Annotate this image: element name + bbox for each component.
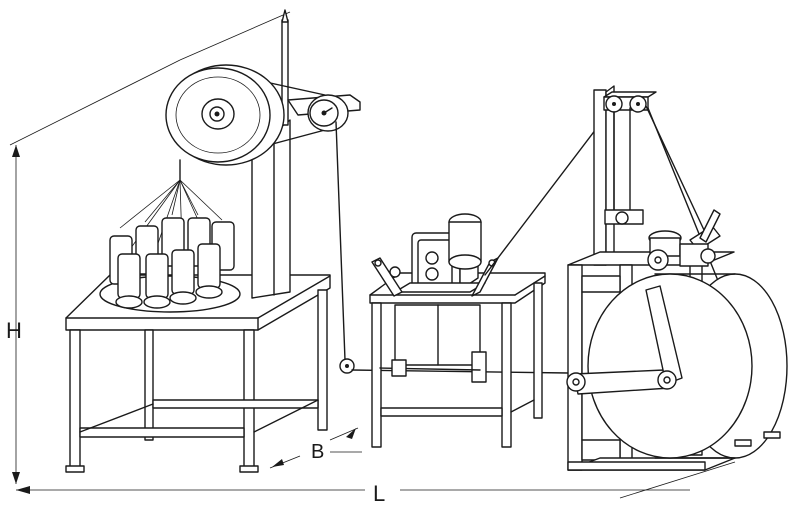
traverse-guide-rod [699,209,721,243]
bobbin-base [143,295,171,309]
traverse-rope [645,105,705,231]
capstan-guide-roller [389,266,401,278]
bobbin [197,243,221,289]
braid-wire-across [351,369,569,374]
crank-pivot-left-pin [572,378,580,386]
traverse-gear [700,248,716,264]
guide-arm-pin [374,259,382,267]
bobbin [145,253,169,299]
traverse-wheel-hub [654,256,662,264]
braider-leg-front-left [69,329,81,471]
capstan-motor-bottom [448,254,482,270]
height-extension-line-top [179,11,291,61]
braider-table-edge-side [257,275,331,319]
guide-roller-center [345,364,349,368]
small-pulley-key [323,107,333,114]
takeup-frame-post-left [567,264,583,471]
bobbin [171,249,195,295]
capstan-guide-arm-left [371,257,403,297]
height-label: H [6,318,22,343]
takeup-foot [763,431,781,439]
bobbin [117,253,141,299]
braider-rod-tip [281,9,289,23]
capstan-stretcher-side [510,399,535,413]
braider-foot [65,465,85,473]
height-arrow-bottom [12,472,20,484]
length-arrow-left [16,486,30,494]
width-arrow-upper [346,428,356,439]
capstan-bearing-block [471,351,487,383]
braider-leg-back-right [317,289,328,431]
braider-flywheel-center [214,111,220,117]
length-extension-line [619,461,736,499]
braider-stretcher-back [152,399,319,409]
takeup-tower [593,89,607,266]
capstan-base-plate [394,282,486,293]
capstan-stretcher [380,407,503,417]
capstan-leg [501,302,512,448]
braider-stretcher-side [253,399,319,433]
capstan-table-edge [514,275,546,296]
bobbin-base [115,295,143,309]
crank-pivot-right-pin [663,376,671,384]
pulley-center [612,102,616,106]
takeup-base-front [567,461,706,471]
height-arrow-top [12,145,20,157]
dancer-pulley [615,211,629,225]
pulley-center [636,102,640,106]
width-label: B [311,441,324,463]
capstan-wheel-lower [425,267,439,281]
length-label: L [373,481,385,501]
dimension-lines [9,11,736,499]
braider-flywheel-groove [175,76,261,154]
height-extension-line [9,59,181,146]
braid-wire-down [335,121,346,361]
bobbin-base [195,285,223,299]
braider-unit [65,9,361,473]
capstan-coupling [391,359,407,377]
wire-to-takeup-left [484,107,613,276]
capstan-leg-back [533,282,543,419]
reel-crank-upright [645,285,683,385]
takeup-foot [734,439,752,447]
takeup-tower-side [605,85,615,266]
braider-leg-back-left [144,329,154,441]
braider-stretcher-side-left [79,403,154,433]
yarn-lines [119,179,223,253]
braider-foot [239,465,259,473]
width-dimension-line-upper [329,427,359,441]
braider-stretcher-front [79,427,245,438]
capstan-wheel-upper [425,251,439,265]
width-arrow-lower [272,459,284,467]
bobbins-front-row [115,243,223,309]
capstan-leg [371,302,382,448]
bobbin-base [169,291,197,305]
takeup-unit [566,85,788,471]
capstan-unit [369,213,546,448]
